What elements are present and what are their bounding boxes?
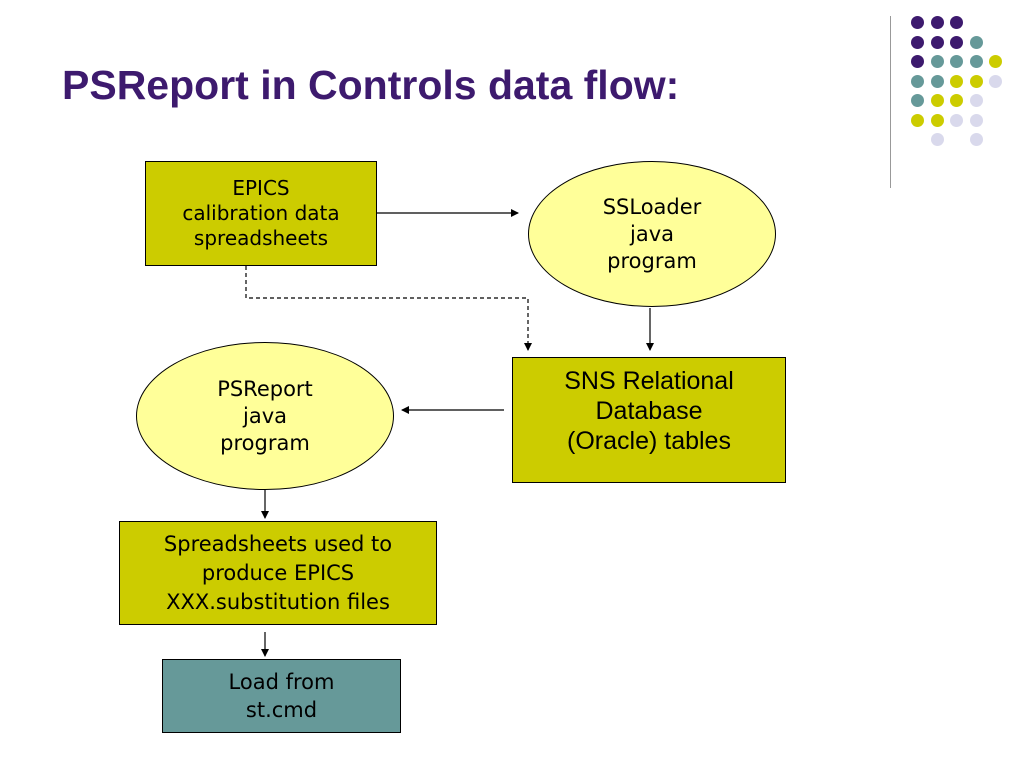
decorative-dot — [969, 35, 983, 49]
decorative-dot — [930, 133, 944, 146]
decorative-dot — [969, 55, 983, 68]
ssloader-ellipse: SSLoader java program — [528, 161, 776, 307]
decorative-dot — [911, 74, 924, 88]
sns-database-box: SNS Relational Database (Oracle) tables — [512, 357, 786, 483]
decorative-dot — [969, 113, 983, 127]
decorative-dot — [911, 113, 924, 127]
decorative-dot — [911, 16, 924, 29]
decorative-dot — [930, 74, 944, 88]
decorative-dot — [930, 94, 944, 107]
decorative-dot — [950, 35, 963, 49]
decorative-dot — [911, 55, 924, 68]
load-stcmd-box: Load from st.cmd — [162, 659, 401, 733]
decorative-dot — [989, 55, 1002, 68]
epics-spreadsheets-box: EPICS calibration data spreadsheets — [145, 161, 377, 266]
decorative-dot — [950, 16, 963, 29]
decorative-dot — [911, 94, 924, 107]
decorative-dot — [911, 35, 924, 49]
substitution-spreadsheets-box: Spreadsheets used to produce EPICS XXX.s… — [119, 521, 437, 625]
decorative-dot — [930, 55, 944, 68]
decorative-dot — [969, 74, 983, 88]
decorative-dot — [950, 94, 963, 107]
slide-title: PSReport in Controls data flow: — [62, 62, 680, 108]
decorative-dot — [989, 74, 1002, 88]
psreport-ellipse: PSReport java program — [136, 342, 394, 490]
decorative-dot — [950, 74, 963, 88]
decorative-dot — [950, 55, 963, 68]
decorative-dot — [930, 16, 944, 29]
decorative-dot — [969, 94, 983, 107]
decorative-dot — [930, 113, 944, 127]
decorative-dot — [969, 133, 983, 146]
arrow-epics-to-database-dashed — [245, 266, 532, 351]
decorative-dot — [930, 35, 944, 49]
divider-line — [890, 16, 891, 188]
decorative-dot — [950, 113, 963, 127]
